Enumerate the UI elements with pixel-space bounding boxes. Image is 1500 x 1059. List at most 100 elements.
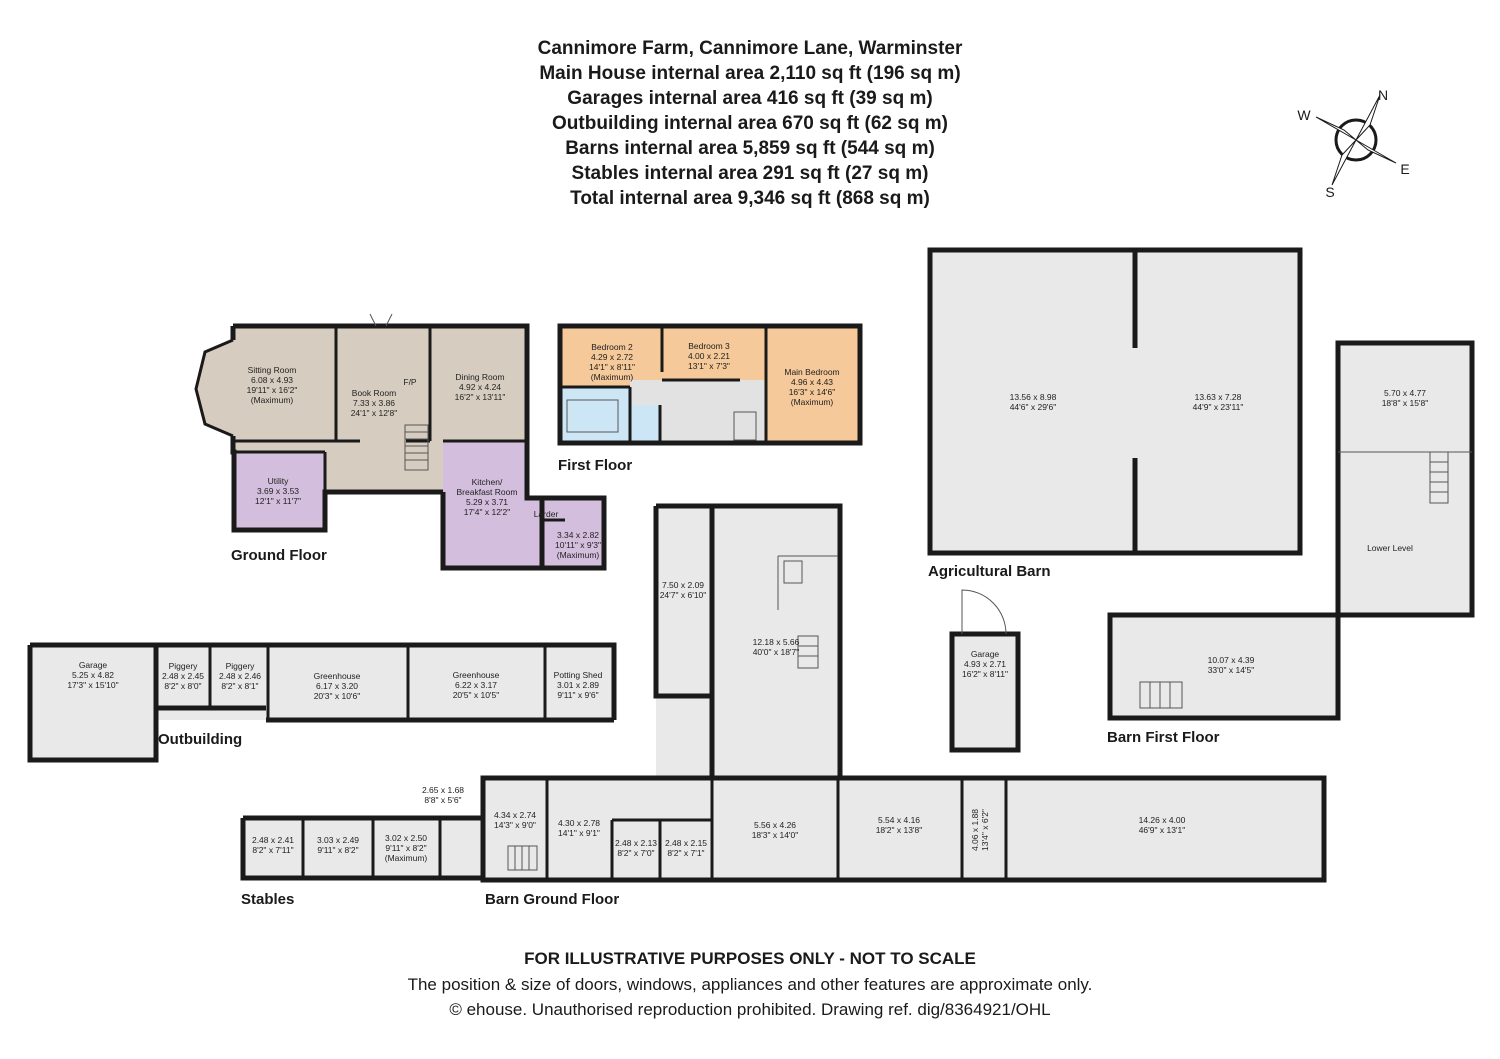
outbuilding-fill [30,645,614,760]
bedroom-2-label: Bedroom 2 [591,342,633,352]
sitting-room-imperial: 19'11" x 16'2" [247,385,298,395]
barn-room-1-metric: 4.34 x 2.74 [494,810,536,820]
kitchen-fill [443,441,542,566]
stable-1-metric: 2.48 x 2.41 [252,835,294,845]
potting-shed-imperial: 9'11" x 9'6" [557,690,598,700]
area-garages: Garages internal area 416 sq ft (39 sq m… [567,88,933,109]
outbuilding-title: Outbuilding [158,731,242,748]
stable-2-imperial: 9'11" x 8'2" [317,845,358,855]
ag-barn-east-imperial: 44'9" x 23'11" [1193,402,1244,412]
bedroom-2-imperial: 14'1" x 8'11" [589,362,635,372]
piggery-1-label: Piggery [169,661,199,671]
bedroom-2-metric: 4.29 x 2.72 [591,352,633,362]
garage-metric: 5.25 x 4.82 [72,670,114,680]
bedroom-2-note: (Maximum) [591,372,634,382]
stable-4-metric: 2.65 x 1.68 [422,785,464,795]
small-garage-plan [949,589,1021,753]
area-total: Total internal area 9,346 sq ft (868 sq … [570,188,930,209]
sitting-room-metric: 6.08 x 4.93 [251,375,293,385]
greenhouse-1-label: Greenhouse [314,671,361,681]
area-main-house: Main House internal area 2,110 sq ft (19… [539,63,961,84]
stable-3-imperial: 9'11" x 8'2" [385,843,426,853]
compass-east: E [1400,161,1409,177]
barn-room-8-metric: 14.26 x 4.00 [1139,815,1186,825]
dining-room-metric: 4.92 x 4.24 [459,382,501,392]
piggery-2-metric: 2.48 x 2.46 [219,671,261,681]
bedroom-2-fill [560,326,662,387]
utility-metric: 3.69 x 3.53 [257,486,299,496]
bedroom-3-fill [662,326,766,380]
sitting-room-label: Sitting Room [248,365,297,375]
area-stables: Stables internal area 291 sq ft (27 sq m… [571,163,929,184]
barn-first-room-metric: 10.07 x 4.39 [1208,655,1255,665]
stable-2-metric: 3.03 x 2.49 [317,835,359,845]
ground-floor-plan [194,313,607,571]
hall-fill [325,441,443,492]
stable-3-note: (Maximum) [385,853,428,863]
barn-room-4-imperial: 8'2" x 7'1" [667,848,704,858]
barn-room-2-imperial: 14'1" x 9'1" [558,828,600,838]
bathroom-fill [560,387,630,443]
piggery-1-imperial: 8'2" x 8'0" [164,681,201,691]
larder-label: Larder [534,509,559,519]
piggery-2-label: Piggery [226,661,256,671]
barn-room-3-imperial: 8'2" x 7'0" [617,848,654,858]
narrow-barn-imperial: 24'7" x 6'10" [660,590,707,600]
narrow-barn-metric: 7.50 x 2.09 [662,580,704,590]
ground-floor-title: Ground Floor [231,547,327,564]
rear-room-imperial: 10'11" x 9'3" [555,540,601,550]
piggery-2-imperial: 8'2" x 8'1" [221,681,258,691]
barn-upper-metric: 5.70 x 4.77 [1384,388,1426,398]
greenhouse-1-imperial: 20'3" x 10'6" [314,691,361,701]
garage-imperial: 17'3" x 15'10" [67,680,118,690]
small-garage-metric: 4.93 x 2.71 [964,659,1006,669]
barn-room-6-imperial: 18'2" x 13'8" [876,825,923,835]
bedroom-3-imperial: 13'1" x 7'3" [688,361,730,371]
compass-north: N [1378,87,1388,103]
stables-title: Stables [241,891,294,908]
plan-title: Cannimore Farm, Cannimore Lane, Warminst… [537,38,963,59]
potting-shed-metric: 3.01 x 2.89 [557,680,599,690]
potting-shed-label: Potting Shed [554,670,603,680]
compass-west: W [1297,107,1311,123]
area-barns: Barns internal area 5,859 sq ft (544 sq … [565,138,935,159]
book-room-metric: 7.33 x 3.86 [353,398,395,408]
barn-first-room-imperial: 33'0" x 14'5" [1208,665,1255,675]
barn-first-floor-plan [1107,340,1475,721]
bedroom-3-metric: 4.00 x 2.21 [688,351,730,361]
dining-room-label: Dining Room [455,372,504,382]
outbuilding-plan [27,642,617,763]
sitting-room-note: (Maximum) [251,395,294,405]
lower-level-label: Lower Level [1367,543,1413,553]
barn-room-2-metric: 4.30 x 2.78 [558,818,600,828]
barn-room-8-imperial: 46'9" x 13'1" [1139,825,1186,835]
first-floor-plan [557,323,863,446]
compass-south: S [1325,184,1334,200]
kitchen-metric: 5.29 x 3.71 [466,497,508,507]
agricultural-barn-fill [930,250,1300,553]
bedroom-3-label: Bedroom 3 [688,341,730,351]
barn-range-fill [483,778,1324,880]
area-outbuilding: Outbuilding internal area 670 sq ft (62 … [552,113,948,134]
agricultural-barn-title: Agricultural Barn [928,563,1051,580]
main-bedroom-fill [766,326,860,443]
utility-imperial: 12'1" x 11'7" [255,496,301,506]
stable-4-imperial: 8'8" x 5'6" [424,795,461,805]
bay-window-fill [196,340,233,436]
barn-ground-floor-title: Barn Ground Floor [485,891,619,908]
book-room-label: Book Room [352,388,396,398]
kitchen-label-1: Kitchen/ [472,477,503,487]
barn-upper-fill [1338,343,1472,615]
barn-first-floor-title: Barn First Floor [1107,729,1220,746]
barn-north-fill [656,506,840,778]
small-garage-fill [952,634,1018,750]
copyright: © ehouse. Unauthorised reproduction proh… [449,1000,1051,1019]
kitchen-imperial: 17'4" x 12'2" [464,507,511,517]
ag-barn-west-imperial: 44'6" x 29'6" [1010,402,1057,412]
stable-3-metric: 3.02 x 2.50 [385,833,427,843]
barn-first-room-fill [1110,615,1338,718]
disclaimer: FOR ILLUSTRATIVE PURPOSES ONLY - NOT TO … [524,949,976,968]
barn-room-3-metric: 2.48 x 2.13 [615,838,657,848]
barn-room-5-metric: 5.56 x 4.26 [754,820,796,830]
rear-room-metric: 3.34 x 2.82 [557,530,599,540]
